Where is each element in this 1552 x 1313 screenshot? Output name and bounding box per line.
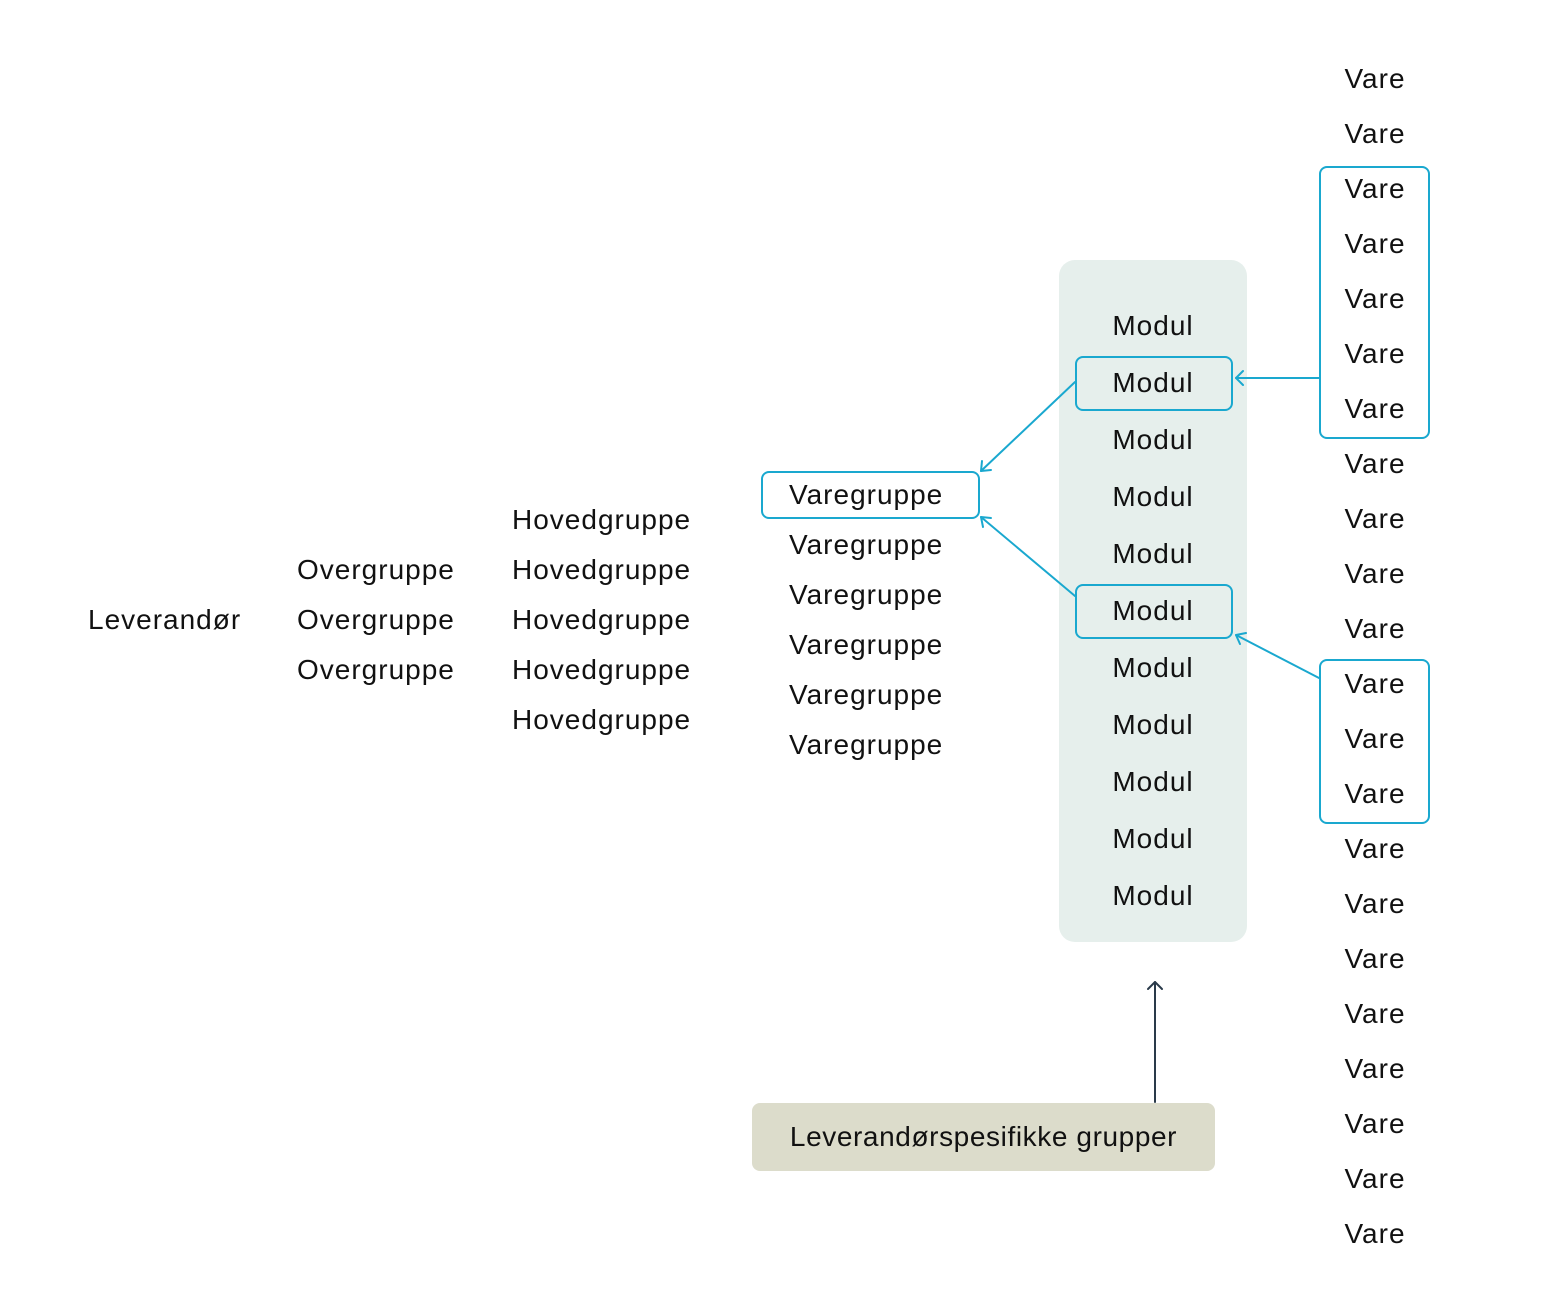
vare-node: Vare [1344, 1163, 1406, 1194]
varegruppe-node: Varegruppe [789, 729, 944, 760]
varegruppe-node: Varegruppe [789, 679, 944, 710]
highlighted-varegruppe-box [761, 471, 980, 519]
vare-node: Vare [1344, 338, 1406, 369]
vare-node: Vare [1344, 778, 1406, 809]
modul-node: Modul [1112, 481, 1194, 512]
arrowhead [1235, 632, 1247, 645]
vare-node: Vare [1344, 118, 1406, 149]
vare-node: Vare [1344, 1218, 1406, 1249]
modul-node: Modul [1112, 595, 1194, 626]
highlighted-modul-box [1075, 584, 1233, 639]
modul-node: Modul [1112, 766, 1194, 797]
arrow-modul-to-varegruppe [980, 381, 1076, 472]
overgruppe-node: Overgruppe [297, 604, 455, 635]
vare-node: Vare [1344, 283, 1406, 314]
arrowhead [980, 516, 992, 528]
vare-node: Vare [1344, 613, 1406, 644]
hovedgruppe-node: Hovedgruppe [512, 504, 692, 535]
vare-node: Vare [1344, 668, 1406, 699]
hovedgruppe-node: Hovedgruppe [512, 654, 692, 685]
varegruppe-node: Varegruppe [789, 579, 944, 610]
hovedgruppe-node: Hovedgruppe [512, 554, 692, 585]
vare-node: Vare [1344, 228, 1406, 259]
leverandorspesifikke-grupper-callout: Leverandørspesifikke grupper [752, 1103, 1215, 1171]
vare-node: Vare [1344, 888, 1406, 919]
vare-node: Vare [1344, 723, 1406, 754]
modul-node: Modul [1112, 367, 1194, 398]
vare-node: Vare [1344, 448, 1406, 479]
vare-node: Vare [1344, 393, 1406, 424]
vare-node: Vare [1344, 998, 1406, 1029]
vare-node: Vare [1344, 1108, 1406, 1139]
modul-node: Modul [1112, 310, 1194, 341]
highlighted-vare-group-box [1319, 166, 1430, 439]
hovedgruppe-node: Hovedgruppe [512, 604, 692, 635]
modul-node: Modul [1112, 538, 1194, 569]
vare-node: Vare [1344, 1053, 1406, 1084]
varegruppe-node: Varegruppe [789, 479, 944, 510]
vare-node: Vare [1344, 943, 1406, 974]
arrow-vare-to-modul [1235, 634, 1320, 679]
modul-node: Modul [1112, 880, 1194, 911]
vare-node: Vare [1344, 63, 1406, 94]
modul-node: Modul [1112, 823, 1194, 854]
arrowhead [1235, 370, 1244, 386]
modul-node: Modul [1112, 709, 1194, 740]
leverandor-node: Leverandør [88, 604, 242, 635]
vare-node: Vare [1344, 173, 1406, 204]
vare-node: Vare [1344, 558, 1406, 589]
modul-node: Modul [1112, 424, 1194, 455]
supplier-specific-modules-panel [1059, 260, 1247, 942]
arrowhead [1147, 981, 1163, 990]
modul-node: Modul [1112, 652, 1194, 683]
highlighted-modul-box [1075, 356, 1233, 411]
vare-node: Vare [1344, 833, 1406, 864]
arrowhead [980, 460, 992, 472]
overgruppe-node: Overgruppe [297, 654, 455, 685]
arrow-modul-to-varegruppe [980, 516, 1076, 597]
hovedgruppe-node: Hovedgruppe [512, 704, 692, 735]
vare-node: Vare [1344, 503, 1406, 534]
varegruppe-node: Varegruppe [789, 629, 944, 660]
highlighted-vare-group-box [1319, 659, 1430, 824]
varegruppe-node: Varegruppe [789, 529, 944, 560]
overgruppe-node: Overgruppe [297, 554, 455, 585]
